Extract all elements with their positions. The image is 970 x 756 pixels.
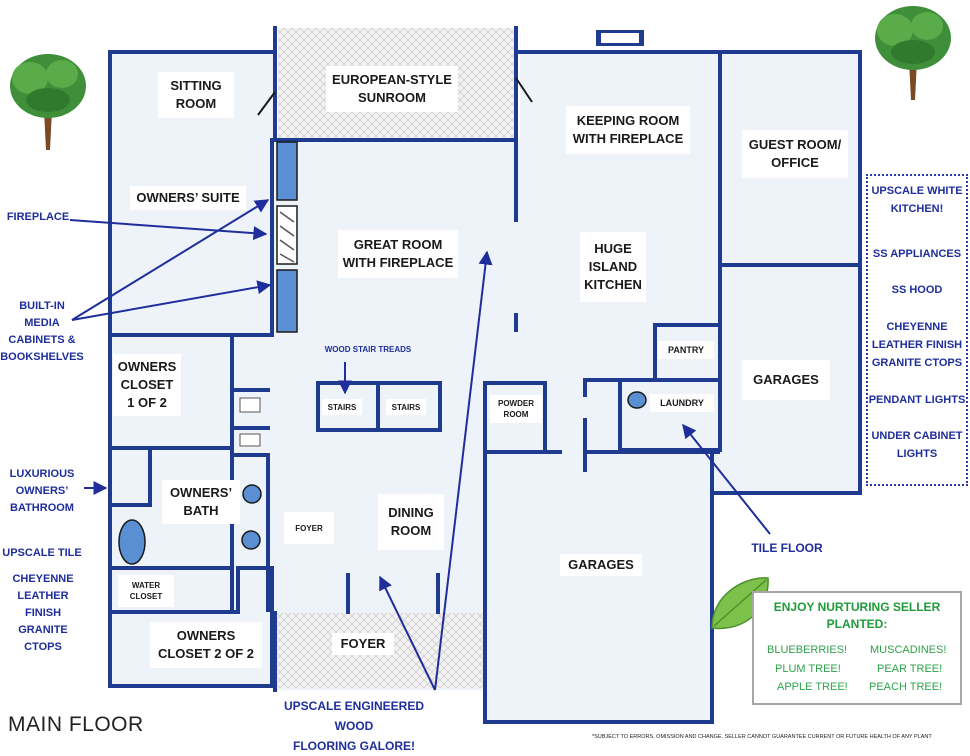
room-garages-main: GARAGES — [560, 554, 642, 576]
room-foyer-inner: FOYER — [284, 512, 334, 544]
feature-ss-hood: SS HOOD — [891, 284, 943, 296]
fireplace-hatch — [279, 211, 295, 263]
plant-item: PEACH TREE! — [869, 681, 943, 693]
feature-cheyenne: CHEYENNE LEATHER FINISH GRANITE CTOPS — [871, 321, 963, 369]
feature-ss-appliances: SS APPLIANCES — [872, 248, 962, 260]
tub-icon — [118, 519, 146, 565]
plant-item: PLUM TREE! — [775, 663, 841, 675]
room-kitchen: HUGE ISLAND KITCHEN — [580, 232, 646, 302]
callout-tile-floor: TILE FLOOR — [751, 541, 823, 555]
callout-arrows — [69, 199, 771, 691]
feature-white-kitchen: UPSCALE WHITE KITCHEN! — [871, 185, 963, 215]
room-sitting-room: SITTING ROOM — [158, 72, 234, 118]
callout-wood-stair-treads: WOOD STAIR TREADS — [324, 345, 412, 354]
floor-title: MAIN FLOOR — [8, 713, 144, 736]
sink-icon — [242, 484, 262, 504]
room-sunroom: EUROPEAN-STYLE SUNROOM — [326, 66, 458, 112]
room-stairs-1: STAIRS — [322, 399, 362, 415]
laundry-sink-icon — [627, 391, 647, 409]
plant-item: MUSCADINES! — [870, 644, 947, 656]
room-great-room: GREAT ROOM WITH FIREPLACE — [338, 230, 458, 278]
room-guest-room: GUEST ROOM/ OFFICE — [742, 130, 848, 178]
room-foyer-entry: FOYER — [332, 633, 394, 655]
callout-luxurious-bath: LUXURIOUS OWNERS’ BATHROOM — [9, 468, 75, 514]
sink-icon-2 — [241, 530, 261, 550]
feature-pendant-lights: PENDANT LIGHTS — [868, 394, 966, 406]
callout-cheyenne-left: CHEYENNE LEATHER FINISH GRANITE CTOPS — [12, 573, 74, 653]
tree-icon-right — [875, 6, 951, 100]
closet-shelf-icon-2 — [239, 433, 261, 447]
callout-engineered-wood: UPSCALE ENGINEERED WOOD FLOORING GALORE! — [283, 699, 425, 753]
room-stairs-2: STAIRS — [386, 399, 426, 415]
seller-box-title: ENJOY NURTURING SELLER PLANTED: — [773, 600, 941, 631]
room-powder-room: POWDER ROOM — [490, 395, 542, 423]
fireplace-icon — [276, 205, 298, 265]
callout-built-in-media: BUILT-IN MEDIA CABINETS & BOOKSHELVES — [0, 300, 84, 363]
callout-fireplace: FIREPLACE — [6, 211, 70, 223]
plant-item: APPLE TREE! — [777, 681, 848, 693]
feature-under-cabinet: UNDER CABINET LIGHTS — [871, 430, 963, 460]
closet-shelf-icon — [239, 397, 261, 413]
room-owners-suite: OWNERS’ SUITE — [130, 186, 246, 210]
kitchen-window-pane — [601, 33, 639, 43]
built-in-cabinet-top — [276, 141, 298, 201]
room-keeping-room: KEEPING ROOM WITH FIREPLACE — [566, 106, 690, 154]
room-laundry: LAUNDRY — [650, 394, 714, 412]
room-owners-bath: OWNERS’ BATH — [162, 480, 240, 524]
room-pantry: PANTRY — [658, 341, 714, 359]
sunroom-doors — [257, 77, 533, 116]
tree-icon — [10, 54, 86, 150]
seller-planted-box: ENJOY NURTURING SELLER PLANTED: BLUEBERR… — [752, 591, 962, 705]
built-in-cabinet-bottom — [276, 269, 298, 333]
walls — [108, 26, 862, 724]
plant-item: BLUEBERRIES! — [767, 644, 848, 656]
room-garages-right: GARAGES — [742, 360, 830, 400]
callout-upscale-tile: UPSCALE TILE — [2, 547, 82, 559]
disclaimer: *SUBJECT TO ERRORS, OMISSION AND CHANGE.… — [592, 734, 932, 740]
room-owners-closet-2: OWNERS CLOSET 2 OF 2 — [150, 622, 262, 668]
leaf-icon — [711, 577, 769, 630]
room-dining-room: DINING ROOM — [378, 494, 444, 550]
kitchen-features-box: UPSCALE WHITE KITCHEN! SS APPLIANCES SS … — [866, 174, 968, 486]
room-water-closet: WATER CLOSET — [118, 575, 174, 607]
room-owners-closet-1: OWNERS CLOSET 1 OF 2 — [113, 354, 181, 416]
plant-item: PEAR TREE! — [877, 663, 943, 675]
